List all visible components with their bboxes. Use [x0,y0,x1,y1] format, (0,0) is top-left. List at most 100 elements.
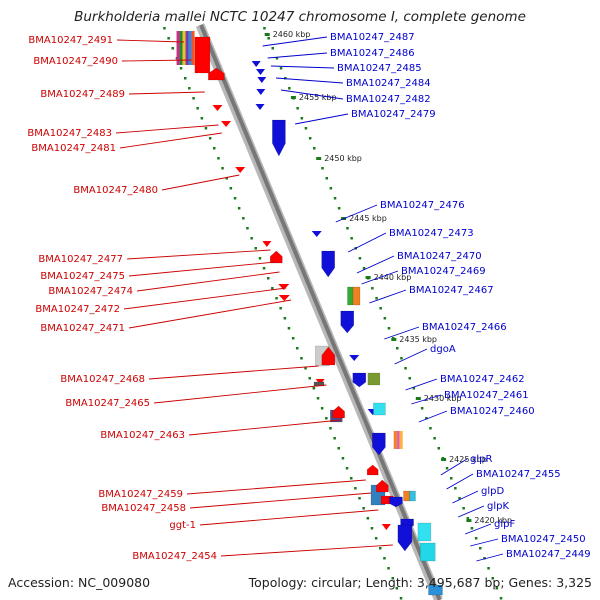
tick-dot [263,27,266,30]
tick-dot [479,547,482,550]
tick-dot [271,47,274,50]
orange-gene [352,286,361,306]
kbp-tick [466,519,472,522]
leader-line [128,91,205,95]
tick-dot [399,597,403,600]
tick-dot [404,367,407,370]
gene-label-left: BMA10247_2475 [40,271,125,282]
tick-dot [408,377,411,380]
leader-line [148,365,319,380]
forward-gene [381,524,391,530]
tick-dot [250,237,253,240]
gene-label-right: BMA10247_2467 [409,285,494,296]
leader-line [440,458,468,476]
tick-dot [366,517,370,520]
tick-dot [267,37,270,40]
gene-label-left: BMA10247_2483 [27,128,112,139]
forward-gene [278,295,290,301]
leader-line [405,378,438,391]
tick-dot [387,567,390,570]
tick-dot [346,227,349,230]
cyan-gene [373,402,386,416]
tick-dot [412,387,416,390]
tick-dot [379,307,382,310]
tick-dot [362,267,366,270]
leader-line [446,473,474,490]
leader-line [126,249,271,260]
reverse-gene [311,231,322,237]
tick-dot [184,77,187,80]
leader-line [476,553,504,562]
tick-dot [179,67,183,70]
forward-gene [332,405,345,419]
tick-dot [462,507,465,510]
tick-dot [296,107,299,110]
tick-dot [341,457,345,460]
tick-dot [433,437,436,440]
gene-label-right: BMA10247_2450 [501,534,586,545]
tick-dot [308,137,312,140]
leader-line [394,348,428,365]
feature-stripes [179,31,183,65]
tick-dot [474,537,478,540]
leader-line [188,419,341,436]
tick-dot [362,507,365,510]
tick-dot [296,347,299,350]
feature-stripes [182,31,186,65]
tick-dot [350,237,353,240]
map-title: Burkholderia mallei NCTC 10247 chromosom… [74,9,526,25]
gene-label-right: BMA10247_2462 [440,374,525,385]
tick-dot [325,417,328,420]
kbp-tick [316,157,322,160]
tick-dot [217,157,220,160]
reverse-gene [389,496,403,508]
leader-line [121,59,192,62]
tick-dot [188,87,191,90]
reverse-gene [397,524,413,552]
tick-dot [400,357,403,360]
gene-label-right: BMA10247_2473 [389,228,474,239]
gene-label-left: BMA10247_2458 [101,503,186,514]
forward-gene [212,105,223,111]
leader-line [411,394,442,405]
tick-dot [300,117,304,120]
tick-dot [375,297,378,300]
gene-label-right: BMA10247_2485 [337,63,422,74]
tick-dot [287,327,291,330]
feature-stripes [393,431,397,449]
blue-gene [428,584,443,596]
gene-label-right: BMA10247_2476 [380,200,465,211]
forward-gene [278,284,290,290]
olive-gene [367,372,381,386]
tick-dot [283,317,287,320]
tick-dot [333,197,337,200]
tick-dot [350,477,353,480]
leader-line [123,287,287,310]
forward-gene [208,67,225,81]
tick-dot [396,347,399,350]
tick-dot [275,297,278,300]
tick-dot [225,177,228,180]
tick-dot [420,407,424,410]
gene-label-left: BMA10247_2459 [98,489,183,500]
green-gene [347,286,354,306]
tick-dot [466,517,470,520]
tick-dot [304,367,307,370]
tick-dot [345,467,349,470]
gene-label-right: BMA10247_2466 [422,322,507,333]
feature-stripes [399,431,403,449]
tick-dot [425,417,428,420]
reverse-gene [256,69,266,75]
gene-label-right: BMA10247_2486 [330,48,415,59]
kbp-label: 2420 kbp [474,516,512,525]
leader-line [128,261,276,277]
leader-line [384,326,420,340]
forward-gene [221,121,232,127]
leader-line [267,52,328,59]
reverse-gene [257,77,267,83]
tick-dot [337,447,340,450]
tick-dot [229,187,233,190]
leader-line [295,113,349,125]
kbp-label: 2460 kbp [273,30,311,39]
